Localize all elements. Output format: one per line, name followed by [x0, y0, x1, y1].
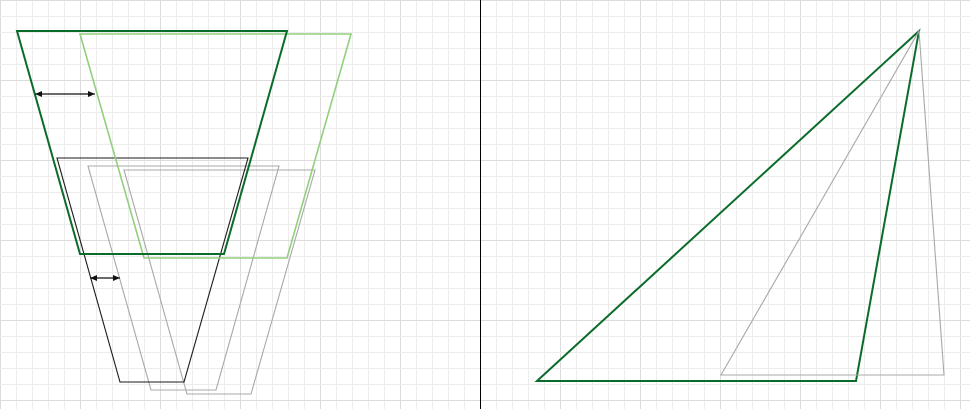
gray-trapezoid-2 [123, 169, 316, 395]
gray-trapezoid-1 [87, 165, 280, 391]
black-trapezoid [56, 157, 249, 383]
right-panel [534, 28, 945, 382]
dark-green-trapezoid [15, 30, 289, 255]
dark-green-triangle [534, 28, 921, 382]
gray-triangle [720, 29, 945, 376]
left-panel [15, 30, 353, 395]
light-green-trapezoid [78, 33, 353, 259]
